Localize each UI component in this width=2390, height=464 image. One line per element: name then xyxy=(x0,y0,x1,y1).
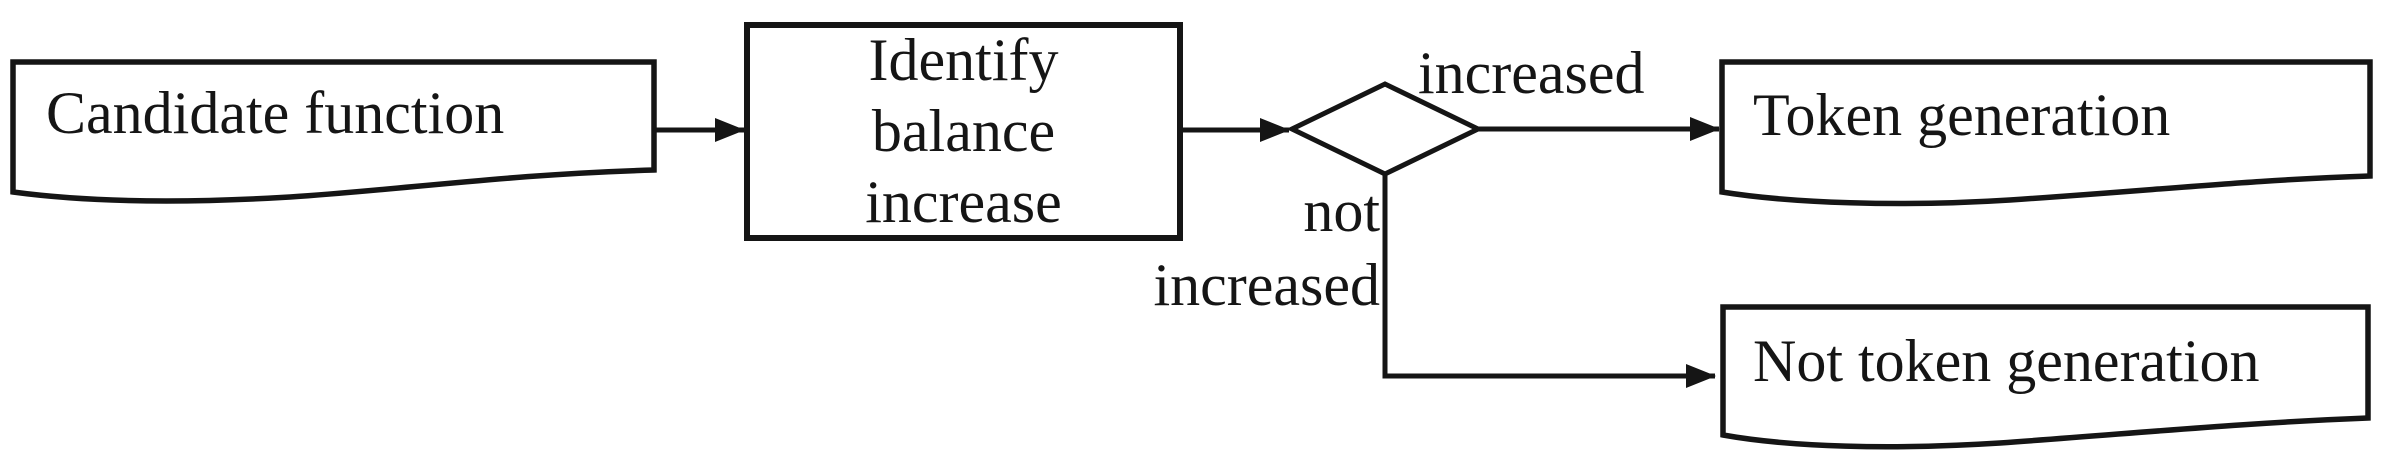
identify-label-line2: balance xyxy=(871,98,1056,164)
edge-label-increased: increased xyxy=(1418,40,1645,106)
not-token-generation-document-shape xyxy=(1720,304,2371,450)
arrow-decision-to-not-token xyxy=(1382,174,1716,388)
edge-label-not-increased-line1: not xyxy=(1303,178,1380,244)
token-generation-label: Token generation xyxy=(1753,82,2171,148)
identify-label-line1: Identify xyxy=(868,27,1059,93)
candidate-function-document-shape xyxy=(10,59,657,204)
identify-balance-increase-label: Identify balance increase xyxy=(747,25,1180,238)
candidate-function-label: Candidate function xyxy=(46,80,505,146)
identify-label-line3: increase xyxy=(865,169,1062,235)
not-token-generation-label: Not token generation xyxy=(1753,328,2260,394)
token-generation-document-shape xyxy=(1719,59,2373,207)
edge-label-not-increased-line2: increased xyxy=(1153,252,1380,318)
edge-label-not-increased: not increased xyxy=(1153,174,1380,322)
